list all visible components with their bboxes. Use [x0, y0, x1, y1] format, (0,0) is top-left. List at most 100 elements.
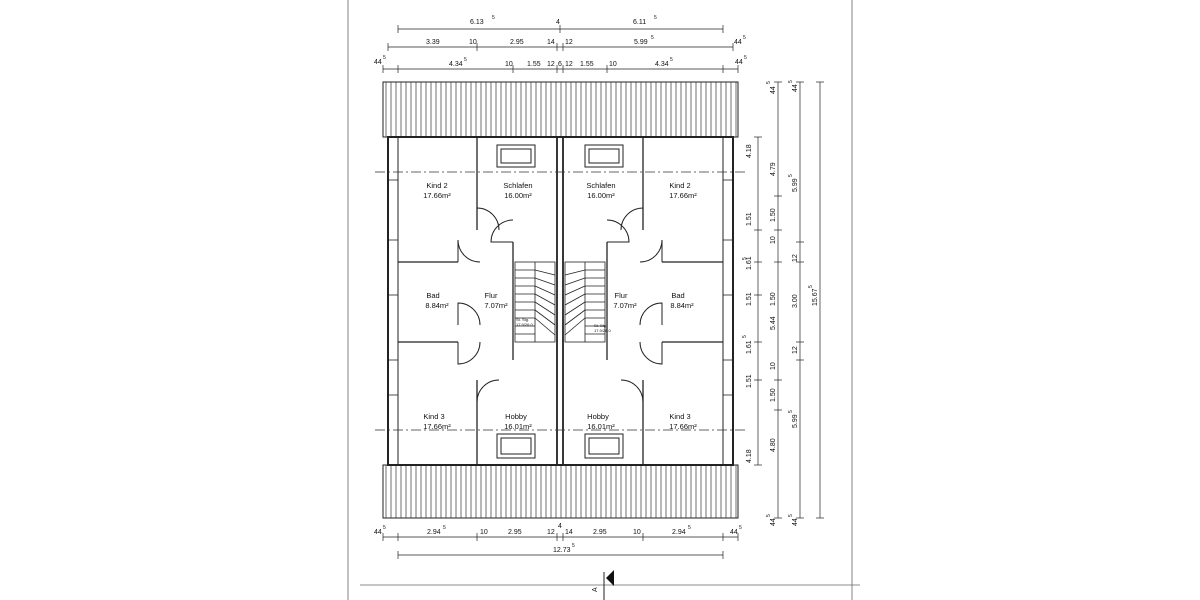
- room-area-hobby-left: 16.01m²: [504, 422, 532, 431]
- dim-top1-left: 6.13: [470, 19, 484, 26]
- dimension-labels-bottom: 44 5 2.94 5 10 2.95 12 4 14 2.95 10 2.94…: [374, 523, 742, 554]
- stair-left: [514, 261, 556, 343]
- doors: [457, 207, 663, 403]
- dim-r3-a: 44: [792, 84, 799, 92]
- room-area-kind3-left: 17.66m²: [423, 422, 451, 431]
- dim-bot1-j-sup: 5: [688, 525, 691, 531]
- dim-top3-d: 1.55: [527, 61, 541, 68]
- dim-top2-e: 12: [565, 39, 573, 46]
- dimension-labels-right: 4.18 1.51 1.61 1.51 1.61 5 1.51 4.18 5 4…: [742, 80, 819, 526]
- dim-r3-e: 12: [792, 346, 799, 354]
- dim-top2-g-sup: 5: [743, 35, 746, 41]
- dim-r3-b-sup: 5: [788, 174, 794, 177]
- stair-right: [564, 261, 606, 343]
- dim-r2-c: 10: [770, 236, 777, 244]
- dim-r3-a-sup: 5: [788, 80, 794, 83]
- dim-bottom-total: 12.73: [553, 547, 571, 554]
- dim-top1-right-sup: 5: [654, 15, 657, 21]
- outer-walls: [387, 136, 734, 466]
- dim-r3-b: 5.99: [792, 178, 799, 192]
- dim-bot1-k-sup: 5: [739, 525, 742, 531]
- dim-r1-d: 1.51: [746, 292, 753, 306]
- dim-bot1-g: 14: [565, 529, 573, 536]
- dim-r1-e: 1.61: [746, 340, 753, 354]
- dim-top3-a: 44: [374, 59, 382, 66]
- dim-top1-mid: 4: [556, 19, 560, 26]
- room-area-kind2-left: 17.66m²: [423, 191, 451, 200]
- dim-top2-f: 5.99: [634, 39, 648, 46]
- room-area-kind3-right: 17.66m²: [669, 422, 697, 431]
- dim-rb-b: 44: [770, 86, 777, 94]
- dim-r2-a: 4.79: [770, 162, 777, 176]
- room-name-kind2-right: Kind 2: [669, 181, 690, 190]
- dim-r1-a: 4.18: [746, 144, 753, 158]
- room-name-bad-left: Bad: [426, 291, 439, 300]
- dim-r1-a-sup: 5: [742, 257, 748, 260]
- dim-r2-b: 1.50: [770, 208, 777, 222]
- room-area-bad-right: 8.84m²: [670, 301, 694, 310]
- dim-r2-g: 1.50: [770, 388, 777, 402]
- dim-bot1-h: 2.95: [593, 529, 607, 536]
- skylights: [496, 144, 624, 459]
- dim-top1-right: 6.11: [633, 19, 646, 26]
- dim-right-total: 15.67: [812, 288, 819, 306]
- dim-top2-f-sup: 5: [651, 35, 654, 41]
- room-name-bad-right: Bad: [671, 291, 684, 300]
- section-marker: A: [360, 570, 860, 600]
- room-area-bad-left: 8.84m²: [425, 301, 449, 310]
- dim-top3-f: 6: [558, 61, 562, 68]
- stair-note-right-1: St. Stg.: [594, 323, 607, 328]
- dim-r1-f: 1.51: [746, 374, 753, 388]
- dimension-labels-top: 6.13 5 4 6.11 5 3.39 10 2.95 14 12 5.99 …: [374, 15, 747, 68]
- room-name-kind2-left: Kind 2: [426, 181, 447, 190]
- stair-note-right-2: 17.9/26.0: [594, 328, 611, 333]
- dim-top2-c: 2.95: [510, 39, 524, 46]
- dimension-lines-top: [382, 25, 739, 73]
- dim-r1-c: 1.61: [746, 256, 753, 270]
- dim-r3-c: 12: [792, 254, 799, 262]
- dim-r2-d: 5.44: [770, 316, 777, 330]
- dim-bot1-c: 10: [480, 529, 488, 536]
- dim-bot1-b-sup: 5: [443, 525, 446, 531]
- dim-bot1-e: 12: [547, 529, 555, 536]
- dim-bot1-b: 2.94: [427, 529, 441, 536]
- reference-lines: [375, 171, 745, 431]
- dim-r1-e-sup: 5: [742, 335, 748, 338]
- dim-top3-b: 4.34: [449, 61, 463, 68]
- stair-note-left-2: 17.9/26.0: [516, 322, 533, 327]
- room-area-kind2-right: 17.66m²: [669, 191, 697, 200]
- room-area-flur-right: 7.07m²: [613, 301, 637, 310]
- section-arrow-icon: [606, 570, 614, 586]
- dim-top3-e: 12: [547, 61, 555, 68]
- dim-r2-e: 1.50: [770, 292, 777, 306]
- roof-top: [382, 81, 739, 138]
- dim-bot1-a: 44: [374, 529, 382, 536]
- room-name-hobby-left: Hobby: [505, 412, 527, 421]
- dim-rb-a: 44: [770, 518, 777, 526]
- room-name-hobby-right: Hobby: [587, 412, 609, 421]
- dim-bot1-a-sup: 5: [383, 525, 386, 531]
- dim-rb-b-sup: 5: [766, 81, 772, 84]
- dim-bottom-total-sup: 5: [572, 543, 575, 549]
- dimension-lines-bottom: [382, 533, 739, 559]
- dim-top3-j: 4.34: [655, 61, 669, 68]
- dim-bot1-f: 4: [558, 523, 562, 530]
- dim-r3-g-sup: 5: [788, 514, 794, 517]
- dim-r1-g: 4.18: [746, 449, 753, 463]
- dim-top2-a: 3.39: [426, 39, 440, 46]
- room-labels: Kind 2 17.66m² Schlafen 16.00m² Schlafen…: [423, 181, 697, 431]
- dim-r2-f: 10: [770, 362, 777, 370]
- dim-bot1-j: 2.94: [672, 529, 686, 536]
- section-label: A: [592, 587, 599, 592]
- dim-top1-left-sup: 5: [492, 15, 495, 21]
- dim-r3-g: 44: [792, 518, 799, 526]
- room-name-flur-left: Flur: [485, 291, 498, 300]
- dim-top3-k-sup: 5: [744, 55, 747, 61]
- dim-bot1-d: 2.95: [508, 529, 522, 536]
- dim-top3-g: 12: [565, 61, 573, 68]
- dim-top3-j-sup: 5: [670, 57, 673, 63]
- dim-top3-c: 10: [505, 61, 513, 68]
- dim-top2-g: 44: [734, 39, 742, 46]
- party-wall: [556, 137, 564, 465]
- dim-r3-f-sup: 5: [788, 410, 794, 413]
